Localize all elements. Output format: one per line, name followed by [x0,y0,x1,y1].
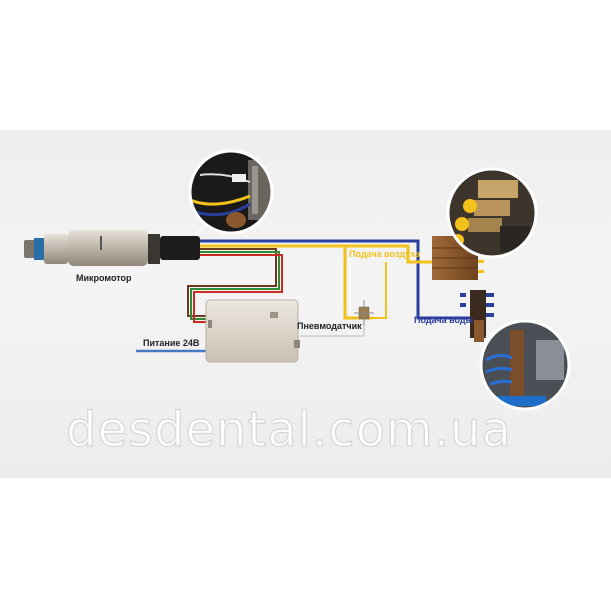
water-valve-zoom [479,319,571,411]
water-line [200,239,470,320]
cable-detail-zoom [188,149,274,236]
pneumo-sensor-label: Пневмодатчик [297,321,362,331]
watermark: desdental.com.ua [66,402,512,458]
air-line [200,244,372,320]
pneumo-sensor [354,300,374,326]
water-manifold [460,290,494,342]
power-label: Питание 24В [143,338,200,348]
air-line-segment [345,244,432,264]
air-line-return [372,262,387,319]
micromotor [24,230,200,266]
control-box [205,299,300,363]
air-supply-label: Подача воздуха [349,249,421,259]
wires [136,239,470,353]
water-supply-label: Подача воды [414,315,474,325]
air-valve-zoom [446,167,538,259]
cable-red [193,254,283,323]
micromotor-label: Микромотор [76,273,132,283]
